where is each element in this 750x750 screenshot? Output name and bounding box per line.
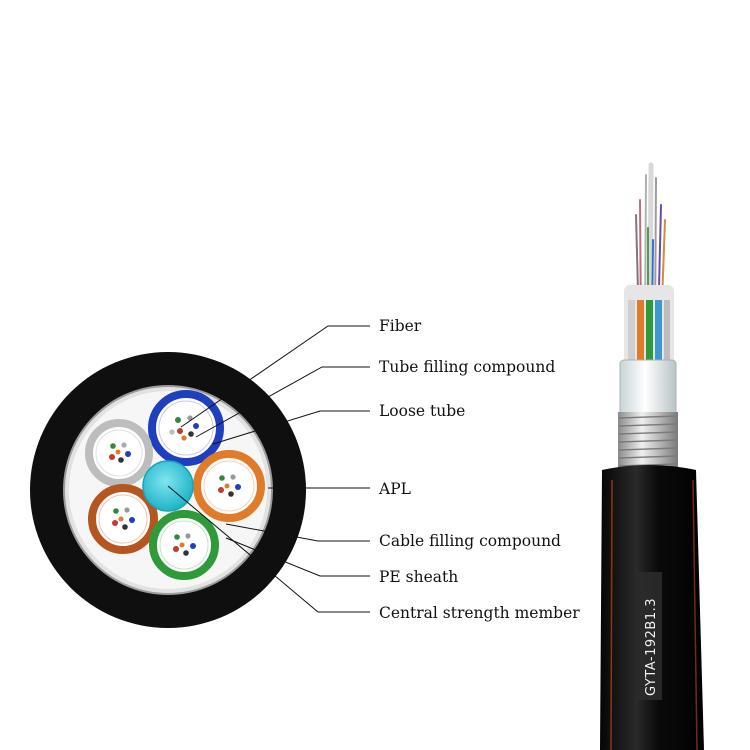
leader-fiber xyxy=(180,325,370,428)
label-tube-filling-compound: Tube filling compound xyxy=(379,358,555,376)
leader-lines xyxy=(167,325,370,613)
leader-cable-filling xyxy=(225,523,370,542)
label-apl: APL xyxy=(378,480,411,498)
cable-side-view: GYTA-192B1.3 xyxy=(600,162,704,750)
cross-section xyxy=(30,352,306,628)
loose-tube-blue xyxy=(148,390,224,466)
leader-tube-filling xyxy=(195,366,370,438)
leader-loose-tube xyxy=(212,410,370,445)
label-loose-tube: Loose tube xyxy=(379,402,465,420)
label-central-strength-member: Central strength member xyxy=(379,604,580,622)
leader-central-member xyxy=(167,485,370,613)
fiber-dots xyxy=(109,415,241,556)
label-fiber: Fiber xyxy=(379,317,422,335)
leader-pe-sheath xyxy=(225,537,370,577)
label-pe-sheath: PE sheath xyxy=(379,568,458,586)
cable-print-text: GYTA-192B1.3 xyxy=(644,598,659,696)
label-cable-filling-compound: Cable filling compound xyxy=(379,532,561,550)
wrap-tape xyxy=(619,359,677,419)
cable-print-band xyxy=(638,572,662,700)
labels: Fiber Tube filling compound Loose tube A… xyxy=(378,317,580,622)
